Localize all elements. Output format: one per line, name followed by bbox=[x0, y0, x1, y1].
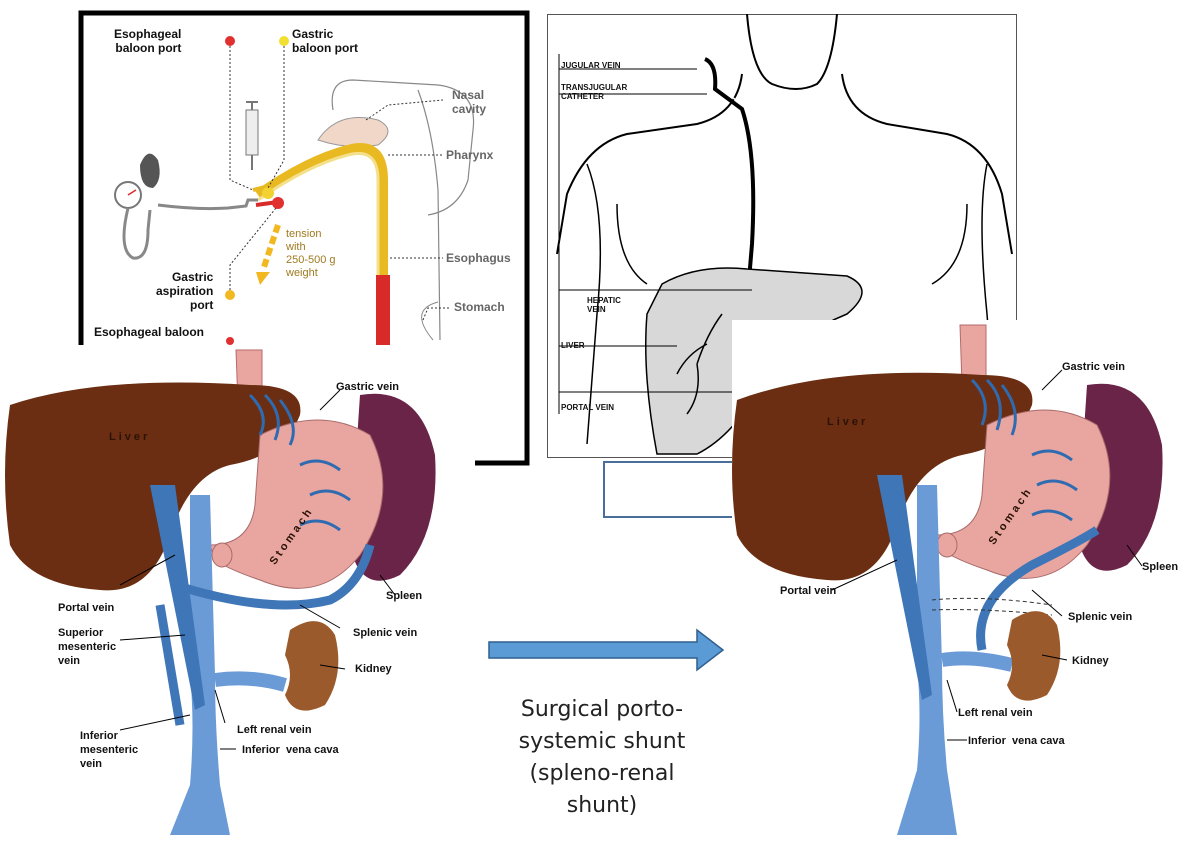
normal-liver-text: Liver bbox=[109, 431, 150, 443]
normal-ivc-label: Inferior vena cava bbox=[242, 743, 339, 757]
shunt-ivc-label: Inferior vena cava bbox=[968, 734, 1065, 748]
tips-liver-label: LIVER bbox=[561, 341, 585, 350]
tips-portal-vein-label: PORTAL VEIN bbox=[561, 403, 614, 412]
shunt-gastric-vein-label: Gastric vein bbox=[1062, 360, 1125, 374]
shunt-portal-vein-label: Portal vein bbox=[780, 584, 836, 598]
pharynx-label: Pharynx bbox=[446, 148, 493, 162]
normal-kidney-label: Kidney bbox=[355, 662, 392, 676]
transition-arrow bbox=[487, 625, 727, 675]
shunt-caption: Surgical porto- systemic shunt (spleno-r… bbox=[482, 694, 722, 822]
normal-spleen-label: Spleen bbox=[386, 589, 422, 603]
esophageal-port-dot bbox=[225, 36, 235, 46]
shunt-kidney-label: Kidney bbox=[1072, 654, 1109, 668]
normal-portal-vein-label: Portal vein bbox=[58, 601, 114, 615]
jugular-vein-label: JUGULAR VEIN bbox=[561, 61, 621, 70]
shunt-left-renal-vein-label: Left renal vein bbox=[958, 706, 1033, 720]
shunt-anatomy-drawing bbox=[732, 320, 1198, 838]
shunt-splenic-vein-label: Splenic vein bbox=[1068, 610, 1132, 624]
normal-splenic-vein-label: Splenic vein bbox=[353, 626, 417, 640]
normal-left-renal-vein-label: Left renal vein bbox=[237, 723, 312, 737]
shunt-anatomy-panel: Liver Stomach Gastric vein Spleen Portal… bbox=[732, 320, 1198, 838]
stomach-label: Stomach bbox=[454, 300, 505, 314]
esophageal-balloon-label: Esophageal baloon bbox=[94, 325, 204, 339]
normal-anatomy-panel: Liver Stomach Gastric vein Portal vein S… bbox=[0, 345, 475, 839]
esophagus-label: Esophagus bbox=[446, 251, 511, 265]
normal-gastric-vein-label: Gastric vein bbox=[336, 380, 399, 394]
shunt-spleen-label: Spleen bbox=[1142, 560, 1178, 574]
gastric-port-dot bbox=[279, 36, 289, 46]
shunt-liver-text: Liver bbox=[827, 416, 868, 428]
connector-frame bbox=[603, 461, 743, 518]
